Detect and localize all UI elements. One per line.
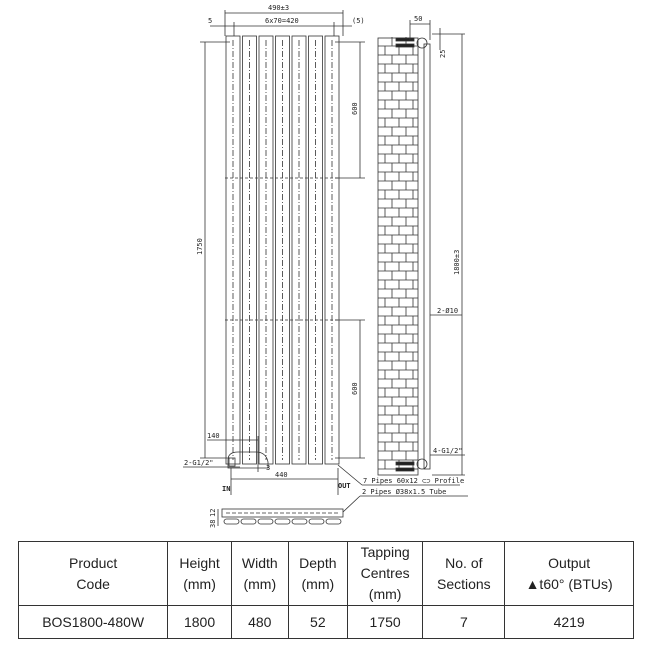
radiator-tube xyxy=(258,35,274,465)
radiator-tube xyxy=(308,35,323,465)
header-text: Output xyxy=(548,554,591,571)
header-text: Centres xyxy=(360,565,410,581)
note-tube: 2 Pipes Ø38x1.5 Tube xyxy=(362,488,446,496)
front-view-panel xyxy=(225,35,340,465)
column-header: No. of Sections xyxy=(422,541,506,606)
dim-pipe-centres: 440 xyxy=(275,471,288,479)
radiator-technical-drawing: 490±3 5 6x70=420 (5) 1750 600 600 140 2-… xyxy=(183,4,468,528)
dim-valve-offset: 140 xyxy=(207,432,220,440)
dim-edge-right: (5) xyxy=(352,17,365,25)
dim-pitch: 6x70=420 xyxy=(265,17,299,25)
tube-profile xyxy=(291,518,308,525)
header-text: Code xyxy=(76,575,110,592)
table-cell: 1800 xyxy=(167,605,232,639)
dim-overall-height: 1800±3 xyxy=(453,250,461,275)
label-fixing-holes: 2-Ø10 xyxy=(437,307,458,315)
radiator-tube xyxy=(291,35,307,465)
dim-plan-depth-b: 38 xyxy=(209,520,217,528)
radiator-tube xyxy=(225,35,241,465)
label-side-threads: 4-G1/2" xyxy=(433,447,463,455)
header-text: Height xyxy=(179,554,220,571)
header-text: (mm) xyxy=(243,575,277,592)
column-header: Height (mm) xyxy=(167,541,232,606)
column-header: Width (mm) xyxy=(230,541,289,606)
header-text: Tapping xyxy=(360,544,410,560)
dim-overall-width: 490±3 xyxy=(268,4,289,12)
header-text: Depth xyxy=(299,554,337,571)
header-text: Sections xyxy=(436,575,491,592)
header-text: Product xyxy=(69,554,118,571)
radiator-tube xyxy=(242,35,257,465)
table-cell: 480 xyxy=(230,605,289,639)
label-inlet: IN xyxy=(222,485,230,493)
dim-bracket-offset: 25 xyxy=(439,50,447,58)
header-text: (mm) xyxy=(183,575,216,592)
table-cell: 4219 xyxy=(504,605,634,639)
column-header: Depth (mm) xyxy=(287,541,348,606)
header-text: (mm) xyxy=(368,586,402,602)
table-cell: 7 xyxy=(422,605,506,639)
dim-bar-top: 600 xyxy=(351,102,359,115)
tube-profile xyxy=(240,518,257,525)
dim-plan-depth-a: 12 xyxy=(209,509,217,517)
table-cell: 52 xyxy=(287,605,348,639)
label-valve-thread: 2-G1/2" xyxy=(184,459,214,467)
tube-profile xyxy=(308,518,325,525)
table-cell: 1750 xyxy=(346,605,424,639)
header-text: No. of xyxy=(445,554,483,571)
dim-tapping-centres: 1750 xyxy=(196,238,204,255)
dim-bar-bottom: 600 xyxy=(351,382,359,395)
note-profile: 7 Pipes 60x12 ⊂⊃ Profile xyxy=(363,477,464,485)
radiator-tube xyxy=(275,35,290,465)
tube-profile xyxy=(325,518,342,525)
radiator-tube xyxy=(324,35,340,465)
tube-profile xyxy=(257,518,274,525)
header-text: ▲t60° (BTUs) xyxy=(525,575,613,592)
tube-profile xyxy=(274,518,291,525)
dim-wall-offset: 50 xyxy=(414,15,422,23)
table-cell: BOS1800-480W xyxy=(17,605,169,639)
column-header: Output ▲t60° (BTUs) xyxy=(504,541,634,606)
dim-edge-left: 5 xyxy=(208,17,212,25)
dim-valve-small: 3 xyxy=(266,464,270,472)
header-text: (mm) xyxy=(301,575,335,592)
label-outlet: OUT xyxy=(338,482,351,490)
header-text: Width xyxy=(241,554,278,571)
tube-profile xyxy=(223,518,240,525)
